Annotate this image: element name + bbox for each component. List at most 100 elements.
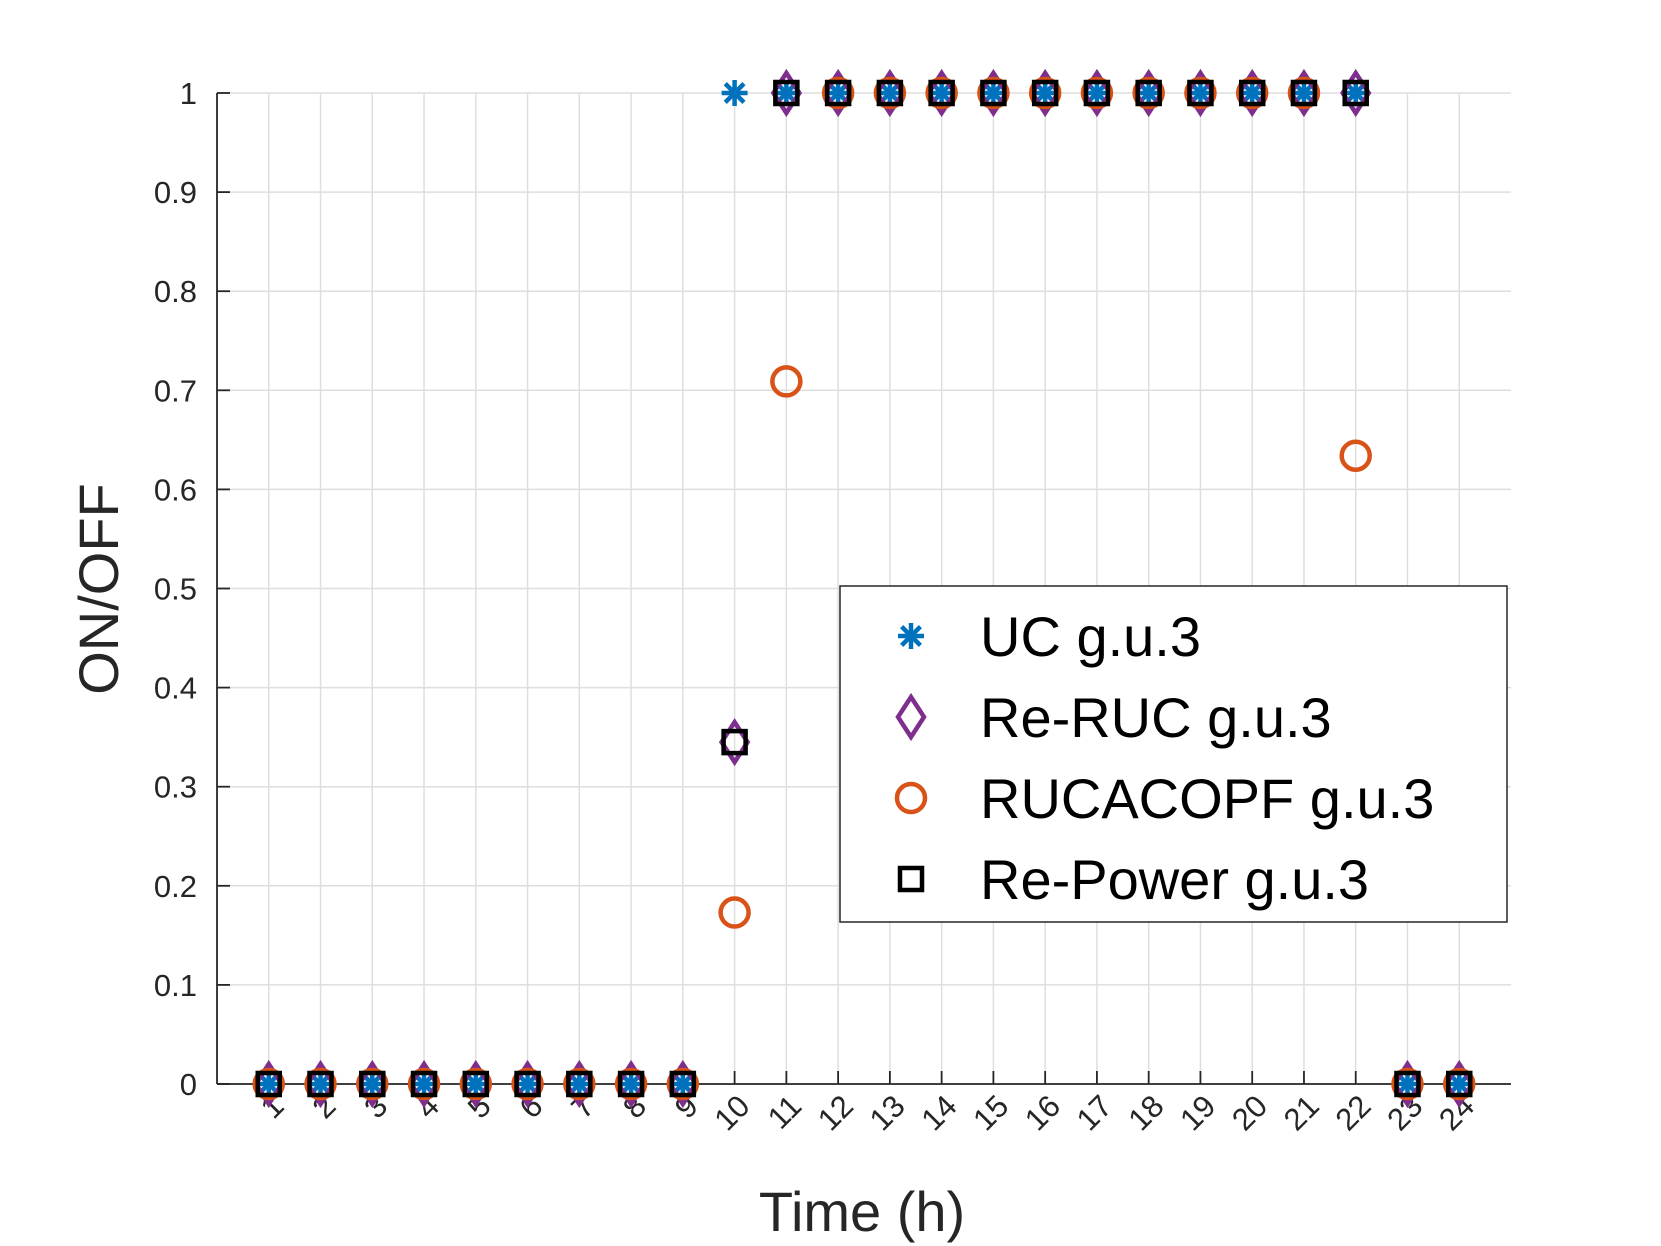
re-power-point bbox=[359, 1070, 386, 1098]
rucacopf-point bbox=[252, 1067, 286, 1101]
re-power-point bbox=[721, 728, 748, 756]
rucacopf-point bbox=[563, 1067, 596, 1101]
re-power-point bbox=[928, 79, 955, 107]
re-ruc-point bbox=[1081, 68, 1113, 118]
y-tick-labels: 00.10.20.30.40.50.60.70.80.91 bbox=[154, 76, 197, 1102]
x-tick-label: 12 bbox=[811, 1088, 860, 1137]
re-power-point bbox=[1031, 79, 1059, 107]
re-ruc-point bbox=[977, 68, 1010, 118]
re-ruc-point bbox=[304, 1059, 337, 1109]
rucacopf-point bbox=[977, 76, 1010, 110]
uc-point bbox=[1032, 80, 1059, 106]
y-tick-label: 0 bbox=[180, 1067, 197, 1102]
legend-label: RUCACOPF g.u.3 bbox=[980, 767, 1434, 830]
uc-point bbox=[1342, 80, 1369, 106]
re-ruc-point bbox=[408, 1059, 440, 1109]
re-ruc-point bbox=[460, 1059, 492, 1109]
re-ruc-point bbox=[1288, 68, 1320, 118]
uc-point bbox=[618, 1071, 645, 1097]
re-ruc-point bbox=[718, 717, 751, 767]
legend-marker bbox=[895, 692, 927, 742]
x-tick-label: 16 bbox=[1018, 1088, 1067, 1137]
uc-point bbox=[721, 80, 748, 106]
x-tick-label: 10 bbox=[707, 1088, 756, 1137]
y-tick-label: 0.2 bbox=[154, 869, 197, 904]
re-ruc-point bbox=[253, 1059, 285, 1109]
re-power-point bbox=[462, 1070, 490, 1098]
rucacopf-point bbox=[925, 76, 958, 110]
re-power-point bbox=[255, 1070, 283, 1098]
rucacopf-point bbox=[459, 1067, 493, 1101]
y-tick-label: 0.4 bbox=[154, 671, 197, 706]
y-tick-label: 0.9 bbox=[154, 175, 197, 210]
re-ruc-point bbox=[1236, 68, 1268, 118]
re-ruc-point bbox=[770, 68, 803, 118]
rucacopf-point bbox=[407, 1067, 441, 1101]
uc-point bbox=[1083, 80, 1110, 106]
rucacopf-point bbox=[666, 1067, 700, 1101]
y-tick-label: 0.7 bbox=[154, 373, 197, 408]
uc-point bbox=[566, 1071, 593, 1097]
rucacopf-point bbox=[1287, 76, 1321, 110]
y-tick-label: 0.1 bbox=[154, 968, 197, 1003]
re-power-point bbox=[1394, 1070, 1421, 1098]
re-power-point bbox=[1187, 79, 1214, 107]
legend-marker bbox=[894, 781, 928, 815]
rucacopf-point bbox=[873, 76, 907, 110]
re-power-point bbox=[1238, 79, 1266, 107]
rucacopf-point bbox=[1391, 1067, 1424, 1101]
re-ruc-point bbox=[511, 1059, 544, 1109]
y-tick-label: 0.3 bbox=[154, 770, 197, 805]
x-tick-label: 20 bbox=[1225, 1088, 1274, 1137]
y-tick-label: 0.6 bbox=[154, 472, 197, 507]
series-asterisk bbox=[255, 80, 1473, 1097]
uc-point bbox=[411, 1071, 438, 1097]
uc-point bbox=[876, 80, 903, 106]
x-tick-label: 13 bbox=[863, 1088, 912, 1137]
legend-box bbox=[839, 585, 1508, 923]
x-tick-label: 15 bbox=[966, 1088, 1015, 1137]
re-ruc-point bbox=[667, 1059, 699, 1109]
rucacopf-point bbox=[821, 76, 855, 110]
rucacopf-point bbox=[1184, 76, 1217, 110]
y-tick-label: 0.5 bbox=[154, 572, 197, 607]
rucacopf-point bbox=[718, 896, 751, 929]
rucacopf-point bbox=[356, 1067, 389, 1101]
legend-marker bbox=[898, 623, 924, 649]
uc-point bbox=[359, 1071, 386, 1097]
x-tick-label: 11 bbox=[761, 1088, 809, 1136]
x-tick-label: 19 bbox=[1173, 1088, 1222, 1137]
re-power-point bbox=[514, 1070, 541, 1098]
x-axis-label: Time (h) bbox=[759, 1180, 965, 1243]
rucacopf-point bbox=[304, 1067, 337, 1101]
re-ruc-point bbox=[1184, 68, 1217, 118]
x-tick-label: 22 bbox=[1329, 1088, 1378, 1137]
x-tick-label: 21 bbox=[1277, 1088, 1326, 1137]
series-square bbox=[255, 79, 1473, 1098]
uc-point bbox=[255, 1071, 282, 1097]
x-tick-label: 18 bbox=[1121, 1088, 1170, 1137]
legend-marker bbox=[897, 865, 925, 893]
legend-label: Re-RUC g.u.3 bbox=[980, 686, 1332, 749]
uc-point bbox=[462, 1071, 489, 1097]
re-ruc-point bbox=[874, 68, 906, 118]
re-ruc-point bbox=[1443, 1059, 1475, 1109]
series-circle bbox=[252, 76, 1476, 1101]
re-ruc-point bbox=[1340, 68, 1372, 118]
re-power-point bbox=[566, 1070, 593, 1098]
re-power-point bbox=[669, 1070, 697, 1098]
x-tick-label: 14 bbox=[914, 1088, 963, 1137]
uc-point bbox=[825, 80, 852, 106]
re-ruc-point bbox=[925, 68, 958, 118]
re-ruc-point bbox=[1391, 1059, 1424, 1109]
rucacopf-point bbox=[614, 1067, 648, 1101]
re-power-point bbox=[1290, 79, 1318, 107]
legend-label: UC g.u.3 bbox=[980, 605, 1201, 668]
uc-point bbox=[1135, 80, 1162, 106]
re-power-point bbox=[980, 79, 1007, 107]
re-ruc-point bbox=[1029, 68, 1061, 118]
re-ruc-point bbox=[563, 1059, 596, 1109]
legend-label: Re-Power g.u.3 bbox=[980, 848, 1369, 911]
